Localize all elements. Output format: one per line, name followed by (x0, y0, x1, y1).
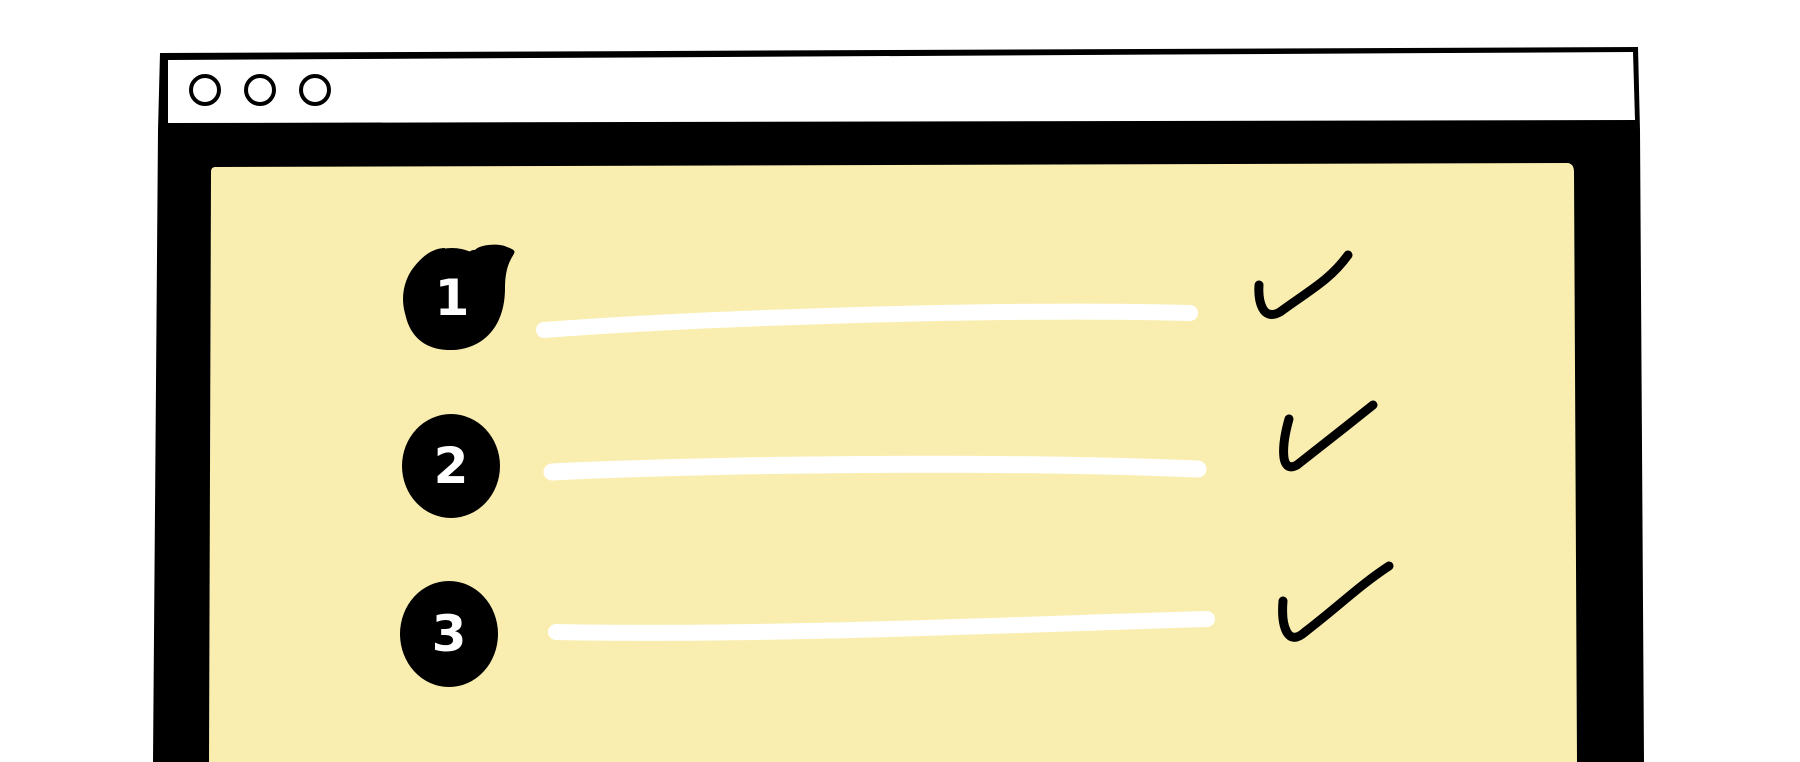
number-badge (400, 581, 498, 687)
item-line (548, 611, 1215, 641)
checkmark-icon (1254, 250, 1353, 319)
item-number: 1 (435, 269, 470, 327)
item-number: 2 (434, 437, 469, 495)
title-bar (168, 52, 1635, 123)
number-badge (402, 414, 500, 518)
checkmark-icon (1279, 400, 1378, 472)
item-line (536, 303, 1198, 338)
window-control-2[interactable] (244, 74, 276, 106)
window-control-3[interactable] (299, 74, 331, 106)
window-control-1[interactable] (189, 74, 221, 106)
item-line (543, 455, 1207, 481)
number-badge-body (403, 248, 501, 350)
checklist-item: 3 (400, 561, 1394, 687)
window-controls (189, 74, 331, 106)
checklist-item: 2 (402, 400, 1378, 518)
item-number: 3 (432, 605, 467, 663)
checkmark-icon (1278, 561, 1394, 642)
checklist-item: 1 (403, 244, 1353, 350)
